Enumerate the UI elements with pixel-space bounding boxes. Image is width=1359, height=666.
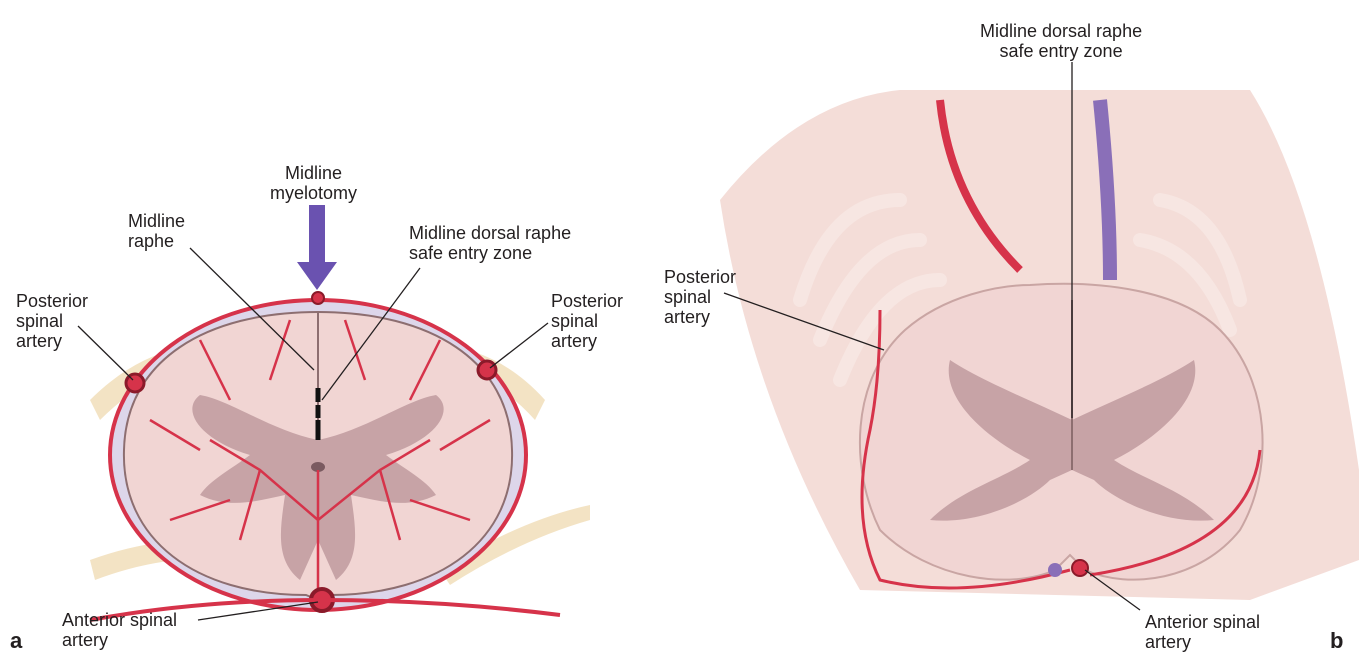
label-anterior-spinal-artery-a: Anterior spinal artery <box>62 610 178 650</box>
leader-lines-b <box>723 62 1141 611</box>
panel-a-cross-section <box>77 205 590 622</box>
label-safe-entry-zone-b: Midline dorsal raphe safe entry zone <box>980 21 1143 61</box>
label-anterior-spinal-artery-b: Anterior spinal artery <box>1145 612 1261 652</box>
label-midline-myelotomy: Midline myelotomy <box>270 163 358 203</box>
panel-letter-b: b <box>1330 628 1344 653</box>
penetrating-arteries <box>149 319 491 600</box>
label-safe-entry-zone-a: Midline dorsal raphe safe entry zone <box>409 223 572 263</box>
panel-b-dorsal-view <box>720 62 1359 611</box>
panel-letter-a: a <box>10 628 23 653</box>
label-posterior-spinal-artery-right: Posterior spinal artery <box>551 291 624 351</box>
label-posterior-spinal-artery-left: Posterior spinal artery <box>16 291 89 351</box>
myelotomy-arrow-icon <box>297 205 337 290</box>
label-midline-raphe: Midline raphe <box>128 211 186 251</box>
posterior-spinal-artery-left-dot <box>124 372 146 394</box>
label-posterior-spinal-artery-b: Posterior spinal artery <box>664 267 737 327</box>
posterior-spinal-artery-right-dot <box>476 359 498 381</box>
leader-lines-a <box>77 247 549 621</box>
